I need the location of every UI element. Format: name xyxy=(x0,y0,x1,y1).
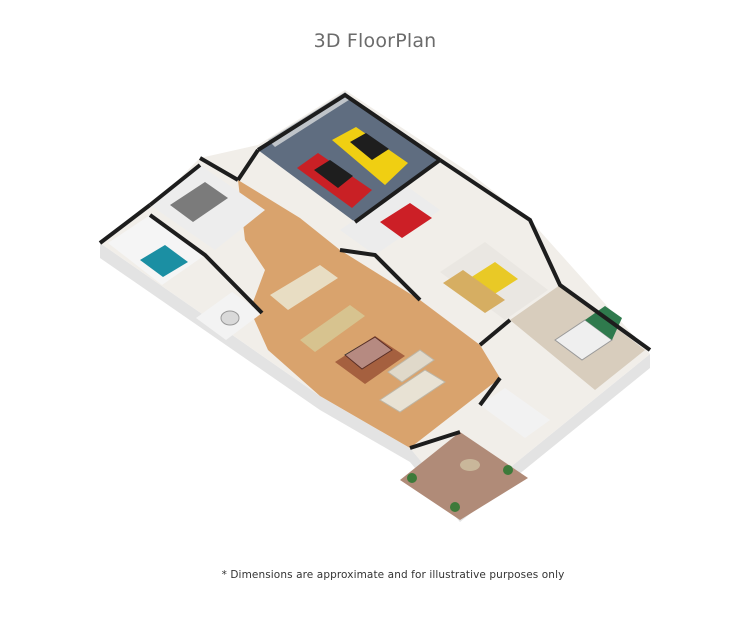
kitchen-counter xyxy=(270,265,338,310)
yellow-car xyxy=(332,127,408,185)
page-title: 3D FloorPlan xyxy=(313,30,437,52)
living-sofa-2 xyxy=(387,349,435,383)
patio-plant-2 xyxy=(503,465,513,475)
lounge-sofa xyxy=(170,182,228,222)
bedroom-3-desk xyxy=(443,270,505,313)
washer xyxy=(220,310,240,326)
wall-tops xyxy=(98,92,652,450)
patio-plant-1 xyxy=(407,473,417,483)
red-car xyxy=(297,153,372,208)
ensuite-floor xyxy=(480,388,550,438)
bedroom-1-bed xyxy=(140,245,188,277)
bedroom-2-bed xyxy=(380,203,432,238)
master-headboard xyxy=(585,306,622,340)
disclaimer-text: * Dimensions are approximate and for ill… xyxy=(221,569,565,581)
dining-rug xyxy=(335,336,405,384)
patio-table xyxy=(460,459,480,471)
living-sofa xyxy=(379,369,446,413)
patio-floor xyxy=(400,432,528,520)
bedroom-1-floor xyxy=(108,215,205,285)
patio-plant-3 xyxy=(450,502,460,512)
kitchen-island xyxy=(300,305,365,352)
